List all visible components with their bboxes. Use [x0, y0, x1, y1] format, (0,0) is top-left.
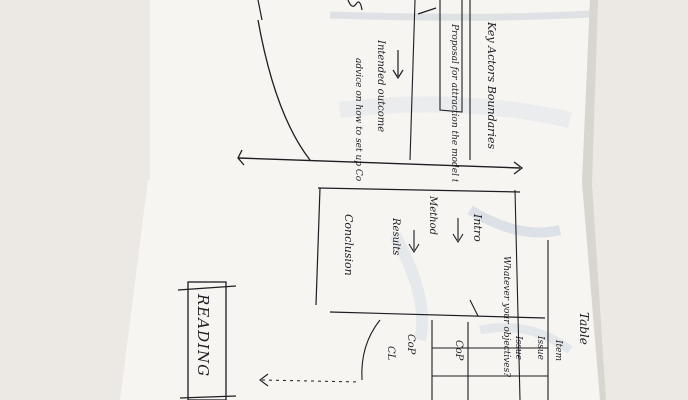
lower-text-9: Whatever your objectives? [501, 256, 511, 377]
upper-page [150, 0, 598, 184]
lower-text-4: Conclusion [342, 214, 355, 276]
upper-text-4: advice on how to set up CoP process [353, 58, 363, 226]
lower-text-7: Issue [535, 335, 545, 360]
lower-text-12: CL [385, 346, 396, 361]
lower-text-10: CoP [453, 340, 464, 361]
upper-text-2: Proposal for attraction the model theory [449, 23, 459, 209]
lower-text-3: Results [390, 217, 401, 255]
lower-text-11: CoP [405, 334, 416, 355]
lower-text-6: Item [553, 339, 563, 361]
reading-box: READING [177, 281, 237, 400]
lower-text-8: Issue [513, 335, 523, 360]
upper-text-3: Intended outcome [375, 39, 386, 132]
lower-text-1: Intro [471, 213, 484, 242]
lower-page [120, 180, 606, 400]
lower-text-5: Table [577, 312, 591, 345]
reading-label: READING [194, 293, 212, 377]
lower-text-2: Method [427, 195, 438, 235]
upper-text-1: Key Actors Boundaries [485, 21, 498, 149]
